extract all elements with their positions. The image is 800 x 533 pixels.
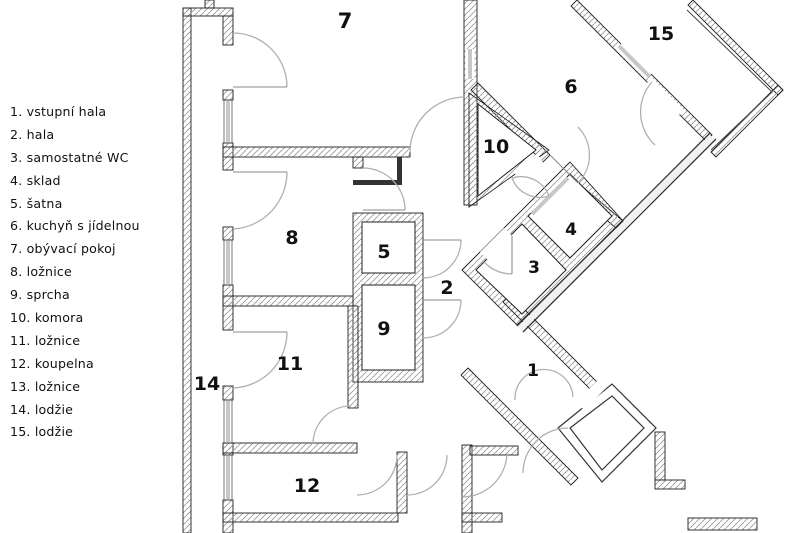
wall-stub-top (204, 0, 215, 9)
door-openings (480, 78, 684, 263)
room-label-8: 8 (285, 227, 298, 249)
legend-item-4: 4. sklad (10, 172, 61, 188)
room-legend: 1. vstupní hala 2. hala 3. samostatné WC… (10, 101, 140, 444)
room-label-5: 5 (377, 241, 390, 263)
partition-details (353, 157, 402, 185)
wall-7-8 (222, 146, 411, 158)
wall-loggia15-se (710, 84, 784, 158)
legend-item-13: 13. ložnice (10, 378, 81, 394)
room-label-3: 3 (528, 258, 540, 278)
room-labels: 7 15 6 10 8 5 2 9 11 14 4 3 1 12 (194, 9, 674, 497)
vestibule-door-opening (576, 380, 606, 410)
legend-item-8: 8. ložnice (10, 264, 72, 280)
wall-loggia14-cap (182, 7, 234, 17)
wall-1-sw (460, 367, 579, 486)
wall-loggia14-west (182, 7, 192, 533)
wall-11-east (347, 305, 359, 409)
door-leaves (233, 86, 579, 333)
wall-11-12 (222, 442, 358, 454)
wall-se-glazed (516, 132, 717, 333)
loggia15-rails (686, 9, 773, 151)
windows (223, 42, 653, 500)
legend-item-14: 14. lodžie (10, 401, 74, 417)
door-arcs (232, 32, 656, 498)
legend-item-11: 11. ložnice (10, 332, 81, 348)
room-label-15: 15 (648, 23, 674, 45)
room-9-interior (361, 284, 416, 371)
wall-lobby-west (396, 451, 408, 514)
legend-item-9: 9. sprcha (10, 287, 70, 303)
legend-item-10: 10. komora (10, 310, 84, 326)
legend-item-3: 3. samostatné WC (10, 149, 129, 165)
wall-12-south (222, 512, 399, 523)
legend-item-6: 6. kuchyň s jídelnou (10, 218, 140, 234)
legend-item-15: 15. lodžie (10, 424, 74, 440)
room-5-interior (361, 221, 416, 274)
room-label-1: 1 (527, 361, 539, 381)
legend-item-12: 12. koupelna (10, 355, 94, 371)
wall-lobby-east (461, 444, 473, 533)
legend-item-7: 7. obývací pokoj (10, 241, 116, 257)
room-label-14: 14 (194, 373, 220, 395)
room-10-interior (477, 102, 537, 198)
legend-item-1: 1. vstupní hala (10, 104, 107, 119)
legend-item-2: 2. hala (10, 126, 55, 142)
room-label-12: 12 (294, 475, 320, 497)
room-label-6: 6 (564, 76, 577, 98)
room-label-7: 7 (338, 9, 353, 33)
room-label-11: 11 (277, 353, 303, 375)
legend-item-5: 5. šatna (10, 195, 63, 211)
room-label-2: 2 (440, 277, 453, 299)
room-label-9: 9 (377, 318, 390, 340)
wall-8-east (352, 156, 364, 169)
wall-8-11 (222, 295, 354, 307)
vestibule (557, 383, 657, 483)
room-label-10: 10 (483, 136, 509, 158)
room-label-4: 4 (565, 220, 577, 240)
wall-loggia15-ne (687, 0, 784, 96)
